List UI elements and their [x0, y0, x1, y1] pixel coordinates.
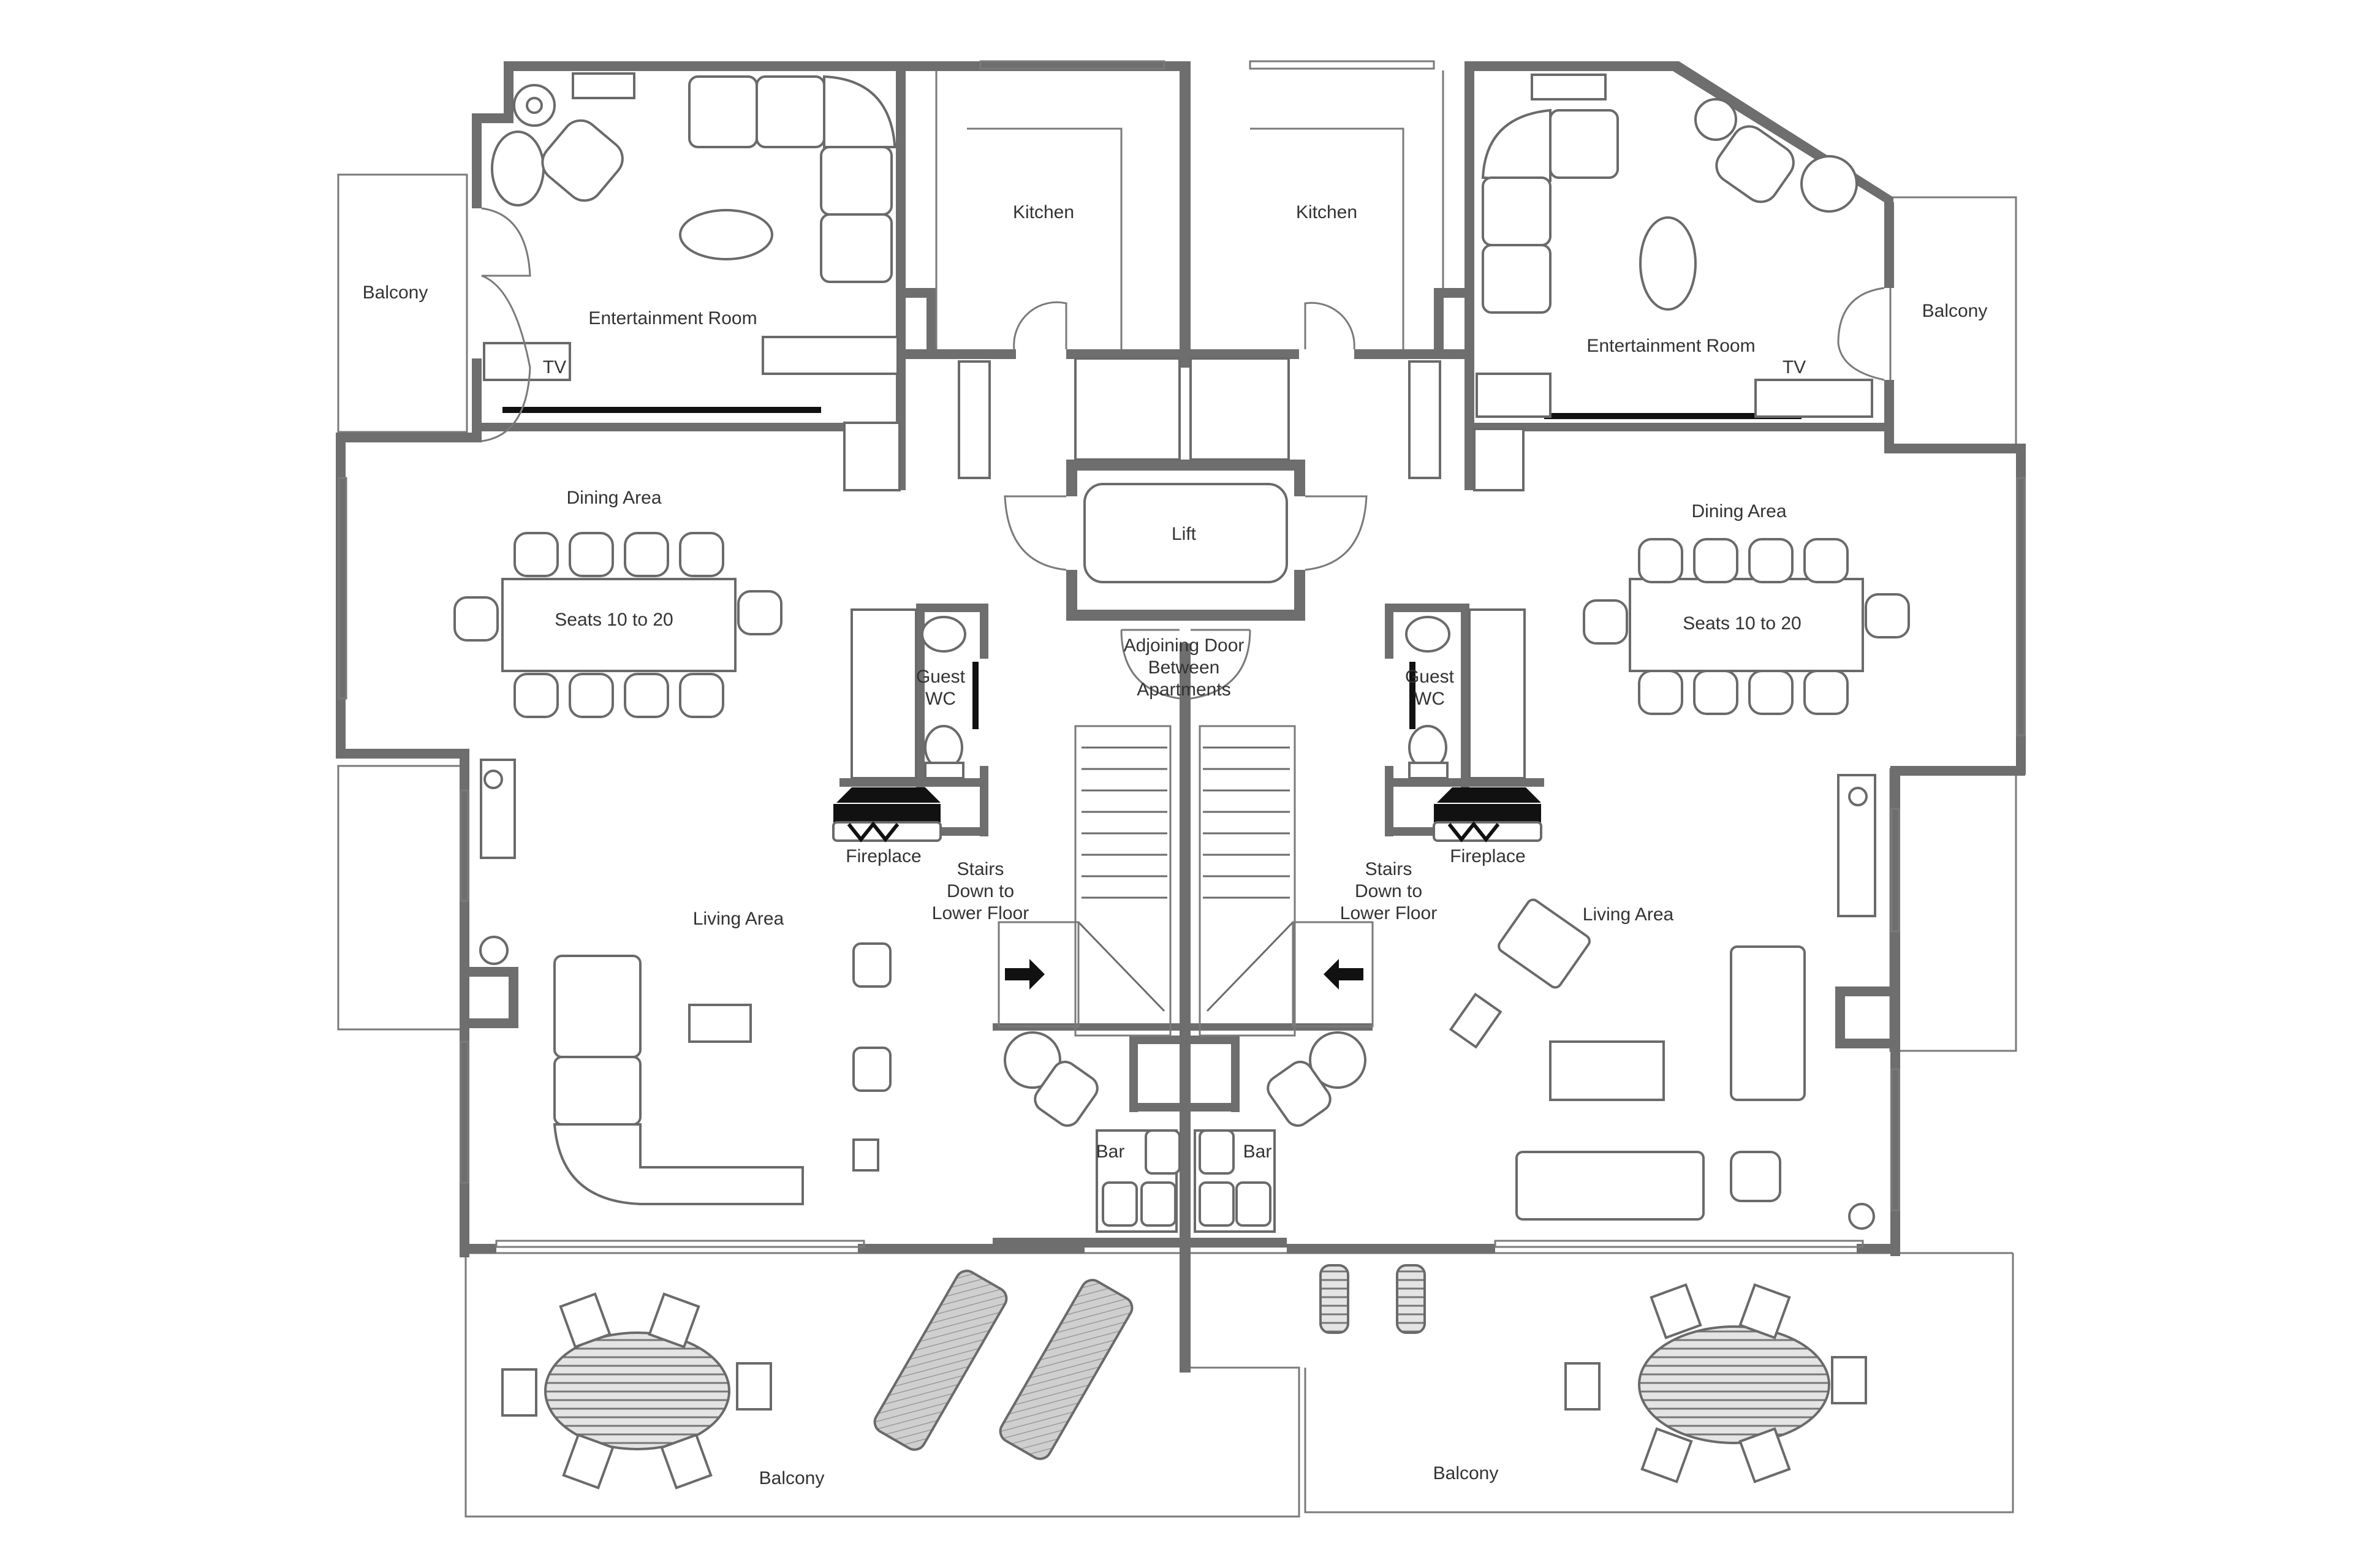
balcony-furniture-right: [1319, 1264, 1867, 1483]
label-adjoining-door: Adjoining Door Between Apartments: [1123, 635, 1245, 700]
right-dining-table: [1583, 538, 1910, 715]
label-tv-right: TV: [1782, 357, 1806, 377]
label-guest-wc-right: Guest WC: [1404, 667, 1455, 709]
label-stairs-right: Stairs Down to Lower Floor: [1339, 859, 1438, 923]
adjoining-door[interactable]: [1120, 629, 1251, 700]
label-living-area-right: Living Area: [1582, 904, 1674, 925]
label-balcony-right-side: Balcony: [1922, 301, 1988, 321]
label-balcony-bottom-right: Balcony: [1433, 1463, 1499, 1483]
label-dining-area-right: Dining Area: [1691, 501, 1787, 521]
label-tv-left: TV: [542, 357, 567, 377]
label-kitchen-right: Kitchen: [1295, 202, 1358, 222]
label-table-right: Seats 10 to 20: [1683, 613, 1802, 634]
left-living-furniture: [479, 759, 1099, 1205]
left-entertainment-furniture: [483, 72, 901, 491]
label-balcony-bottom-left: Balcony: [759, 1468, 825, 1488]
left-fireplace-icon: [832, 787, 942, 843]
label-entertainment-room-left: Entertainment Room: [588, 308, 757, 328]
left-dining-table: [453, 532, 782, 718]
walls: [336, 61, 2026, 1373]
label-bar-left: Bar: [1096, 1142, 1125, 1162]
left-wc-fixtures: [851, 608, 966, 779]
label-guest-wc-left: Guest WC: [915, 667, 966, 709]
label-balcony-left-side: Balcony: [362, 282, 428, 303]
lift[interactable]: [1004, 483, 1368, 583]
kitchens: [935, 70, 1444, 479]
label-kitchen-left: Kitchen: [1012, 202, 1075, 222]
label-fireplace-left: Fireplace: [846, 846, 922, 866]
label-bar-right: Bar: [1243, 1142, 1272, 1162]
label-living-area-left: Living Area: [692, 909, 784, 929]
windows: [338, 60, 2026, 1248]
left-balcony-door[interactable]: [481, 207, 531, 442]
label-fireplace-right: Fireplace: [1450, 846, 1526, 866]
stairs[interactable]: [998, 725, 1374, 1037]
right-wc-fixtures: [1405, 608, 1526, 779]
bar-counters: [1096, 1129, 1276, 1233]
right-living-furniture: [1267, 774, 1876, 1230]
sliding-doors: [502, 407, 1802, 729]
label-entertainment-room-right: Entertainment Room: [1586, 336, 1756, 356]
label-dining-area-left: Dining Area: [566, 488, 662, 508]
balcony-furniture-left: [501, 1270, 1134, 1490]
right-fireplace-icon: [1433, 787, 1542, 843]
right-entertainment-furniture: [1473, 74, 1885, 491]
label-stairs-left: Stairs Down to Lower Floor: [931, 859, 1029, 923]
label-table-left: Seats 10 to 20: [555, 610, 673, 630]
label-lift: Lift: [1171, 524, 1197, 544]
bottom-balconies: [464, 1252, 2014, 1518]
